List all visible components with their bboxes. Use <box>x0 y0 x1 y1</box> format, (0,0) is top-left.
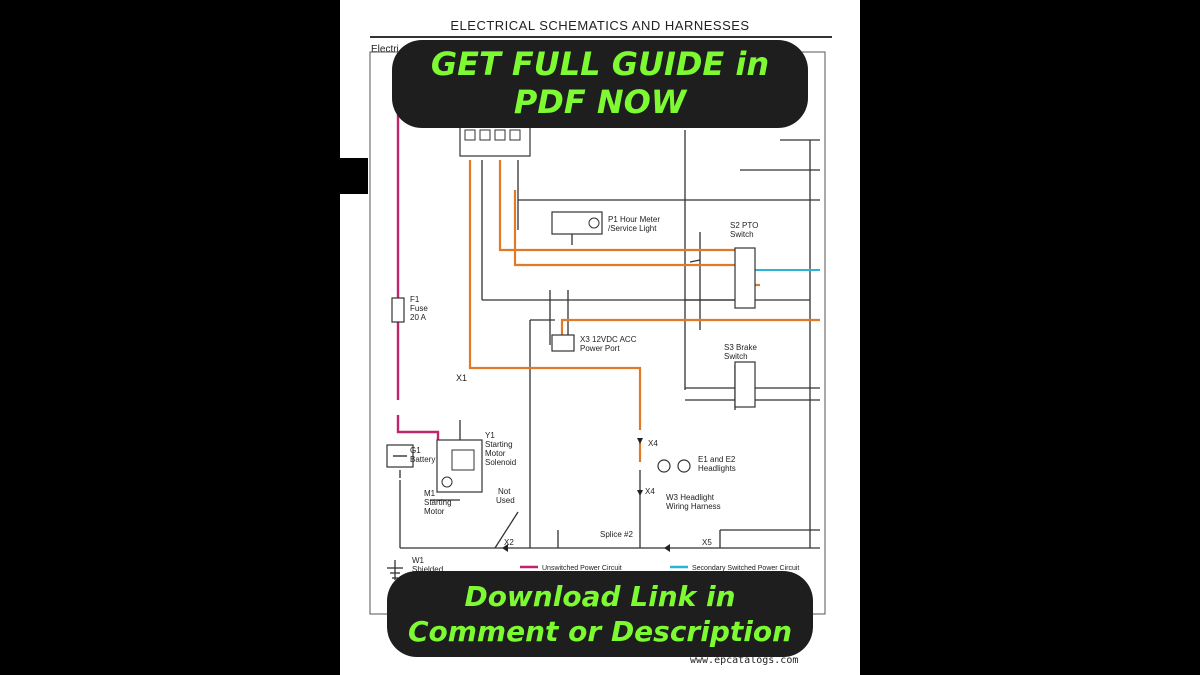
label-s2-sub: Switch <box>730 230 754 239</box>
label-w3: W3 Headlight <box>666 493 715 502</box>
label-w3-sub: Wiring Harness <box>666 502 721 511</box>
key-switch-terminals <box>464 129 521 141</box>
label-p1: P1 Hour Meter <box>608 215 660 224</box>
label-s2: S2 PTO <box>730 221 758 230</box>
label-s3: S3 Brake <box>724 343 757 352</box>
connector-x5 <box>664 544 670 552</box>
label-x1: X1 <box>456 373 467 383</box>
label-x2: X2 <box>504 538 514 547</box>
connector-x4-top <box>637 438 643 444</box>
magenta-wires <box>396 98 440 440</box>
promo-banner-bottom: Download Link in Comment or Description <box>387 571 813 657</box>
component-labels: P1 Hour Meter /Service Light S2 PTO Swit… <box>410 215 799 574</box>
label-y1: Y1 <box>485 431 495 440</box>
label-y1-sub2: Motor <box>485 449 506 458</box>
page-header: ELECTRICAL SCHEMATICS AND HARNESSES <box>450 18 750 33</box>
label-w1-sub: Shielded <box>412 565 443 574</box>
connector-x2 <box>502 544 508 552</box>
label-not-used-1: Not <box>498 487 511 496</box>
label-f1-sub2: 20 A <box>410 313 427 322</box>
legend-secondary-label: Secondary Switched Power Circuit <box>692 565 799 572</box>
brake-switch-s3-body <box>734 361 756 408</box>
starter-solenoid-y1-body <box>436 439 483 493</box>
label-x3: X3 12VDC ACC <box>580 335 637 344</box>
label-not-used-2: Used <box>496 496 515 505</box>
orange-wires <box>468 160 820 462</box>
pto-switch-s2-body <box>734 247 756 309</box>
promo-banner-top: GET FULL GUIDE in PDF NOW <box>392 40 808 128</box>
label-splice: Splice #2 <box>600 530 633 539</box>
service-light-lamp <box>588 217 600 229</box>
connector-x4-bottom <box>637 490 643 496</box>
label-x3-sub: Power Port <box>580 344 620 353</box>
label-x5: X5 <box>702 538 712 547</box>
side-marker-block <box>338 158 368 194</box>
label-s3-sub: Switch <box>724 352 748 361</box>
label-p1-sub: /Service Light <box>608 224 657 233</box>
starting-motor-m1-symbol <box>441 476 453 488</box>
label-f1: F1 <box>410 295 420 304</box>
legend-unswitched-label: Unswitched Power Circuit <box>542 565 622 572</box>
label-f1-sub1: Fuse <box>410 304 428 313</box>
label-m1-sub2: Motor <box>424 507 445 516</box>
frame-top-rule <box>370 36 832 38</box>
hour-meter-p1-body <box>551 211 603 235</box>
label-y1-sub1: Starting <box>485 440 513 449</box>
label-e1: E1 and E2 <box>698 455 736 464</box>
watermark-url: www.epcatalogs.com <box>690 655 799 666</box>
banner-top-line1: GET FULL GUIDE in <box>430 45 770 83</box>
label-x4a: X4 <box>648 439 658 448</box>
label-e1-sub: Headlights <box>698 464 736 473</box>
power-port-x3-body <box>551 334 575 352</box>
headlight-e1 <box>657 459 671 473</box>
label-g1: G1 <box>410 446 421 455</box>
section-label: Electri <box>371 44 399 55</box>
fuse-f1-body <box>391 297 405 323</box>
headlight-e2 <box>677 459 691 473</box>
label-m1-sub1: Starting <box>424 498 452 507</box>
black-wires <box>387 130 820 580</box>
wiring-schematic: P1 Hour Meter /Service Light S2 PTO Swit… <box>369 51 826 615</box>
label-y1-sub3: Solenoid <box>485 458 516 467</box>
banner-top-line2: PDF NOW <box>513 83 687 121</box>
banner-bottom-line1: Download Link in <box>464 580 736 613</box>
label-w1: W1 <box>412 556 425 565</box>
label-x4b: X4 <box>645 487 655 496</box>
label-m1: M1 <box>424 489 436 498</box>
banner-bottom-line2: Comment or Description <box>407 615 793 648</box>
label-g1-sub: Battery <box>410 455 435 464</box>
